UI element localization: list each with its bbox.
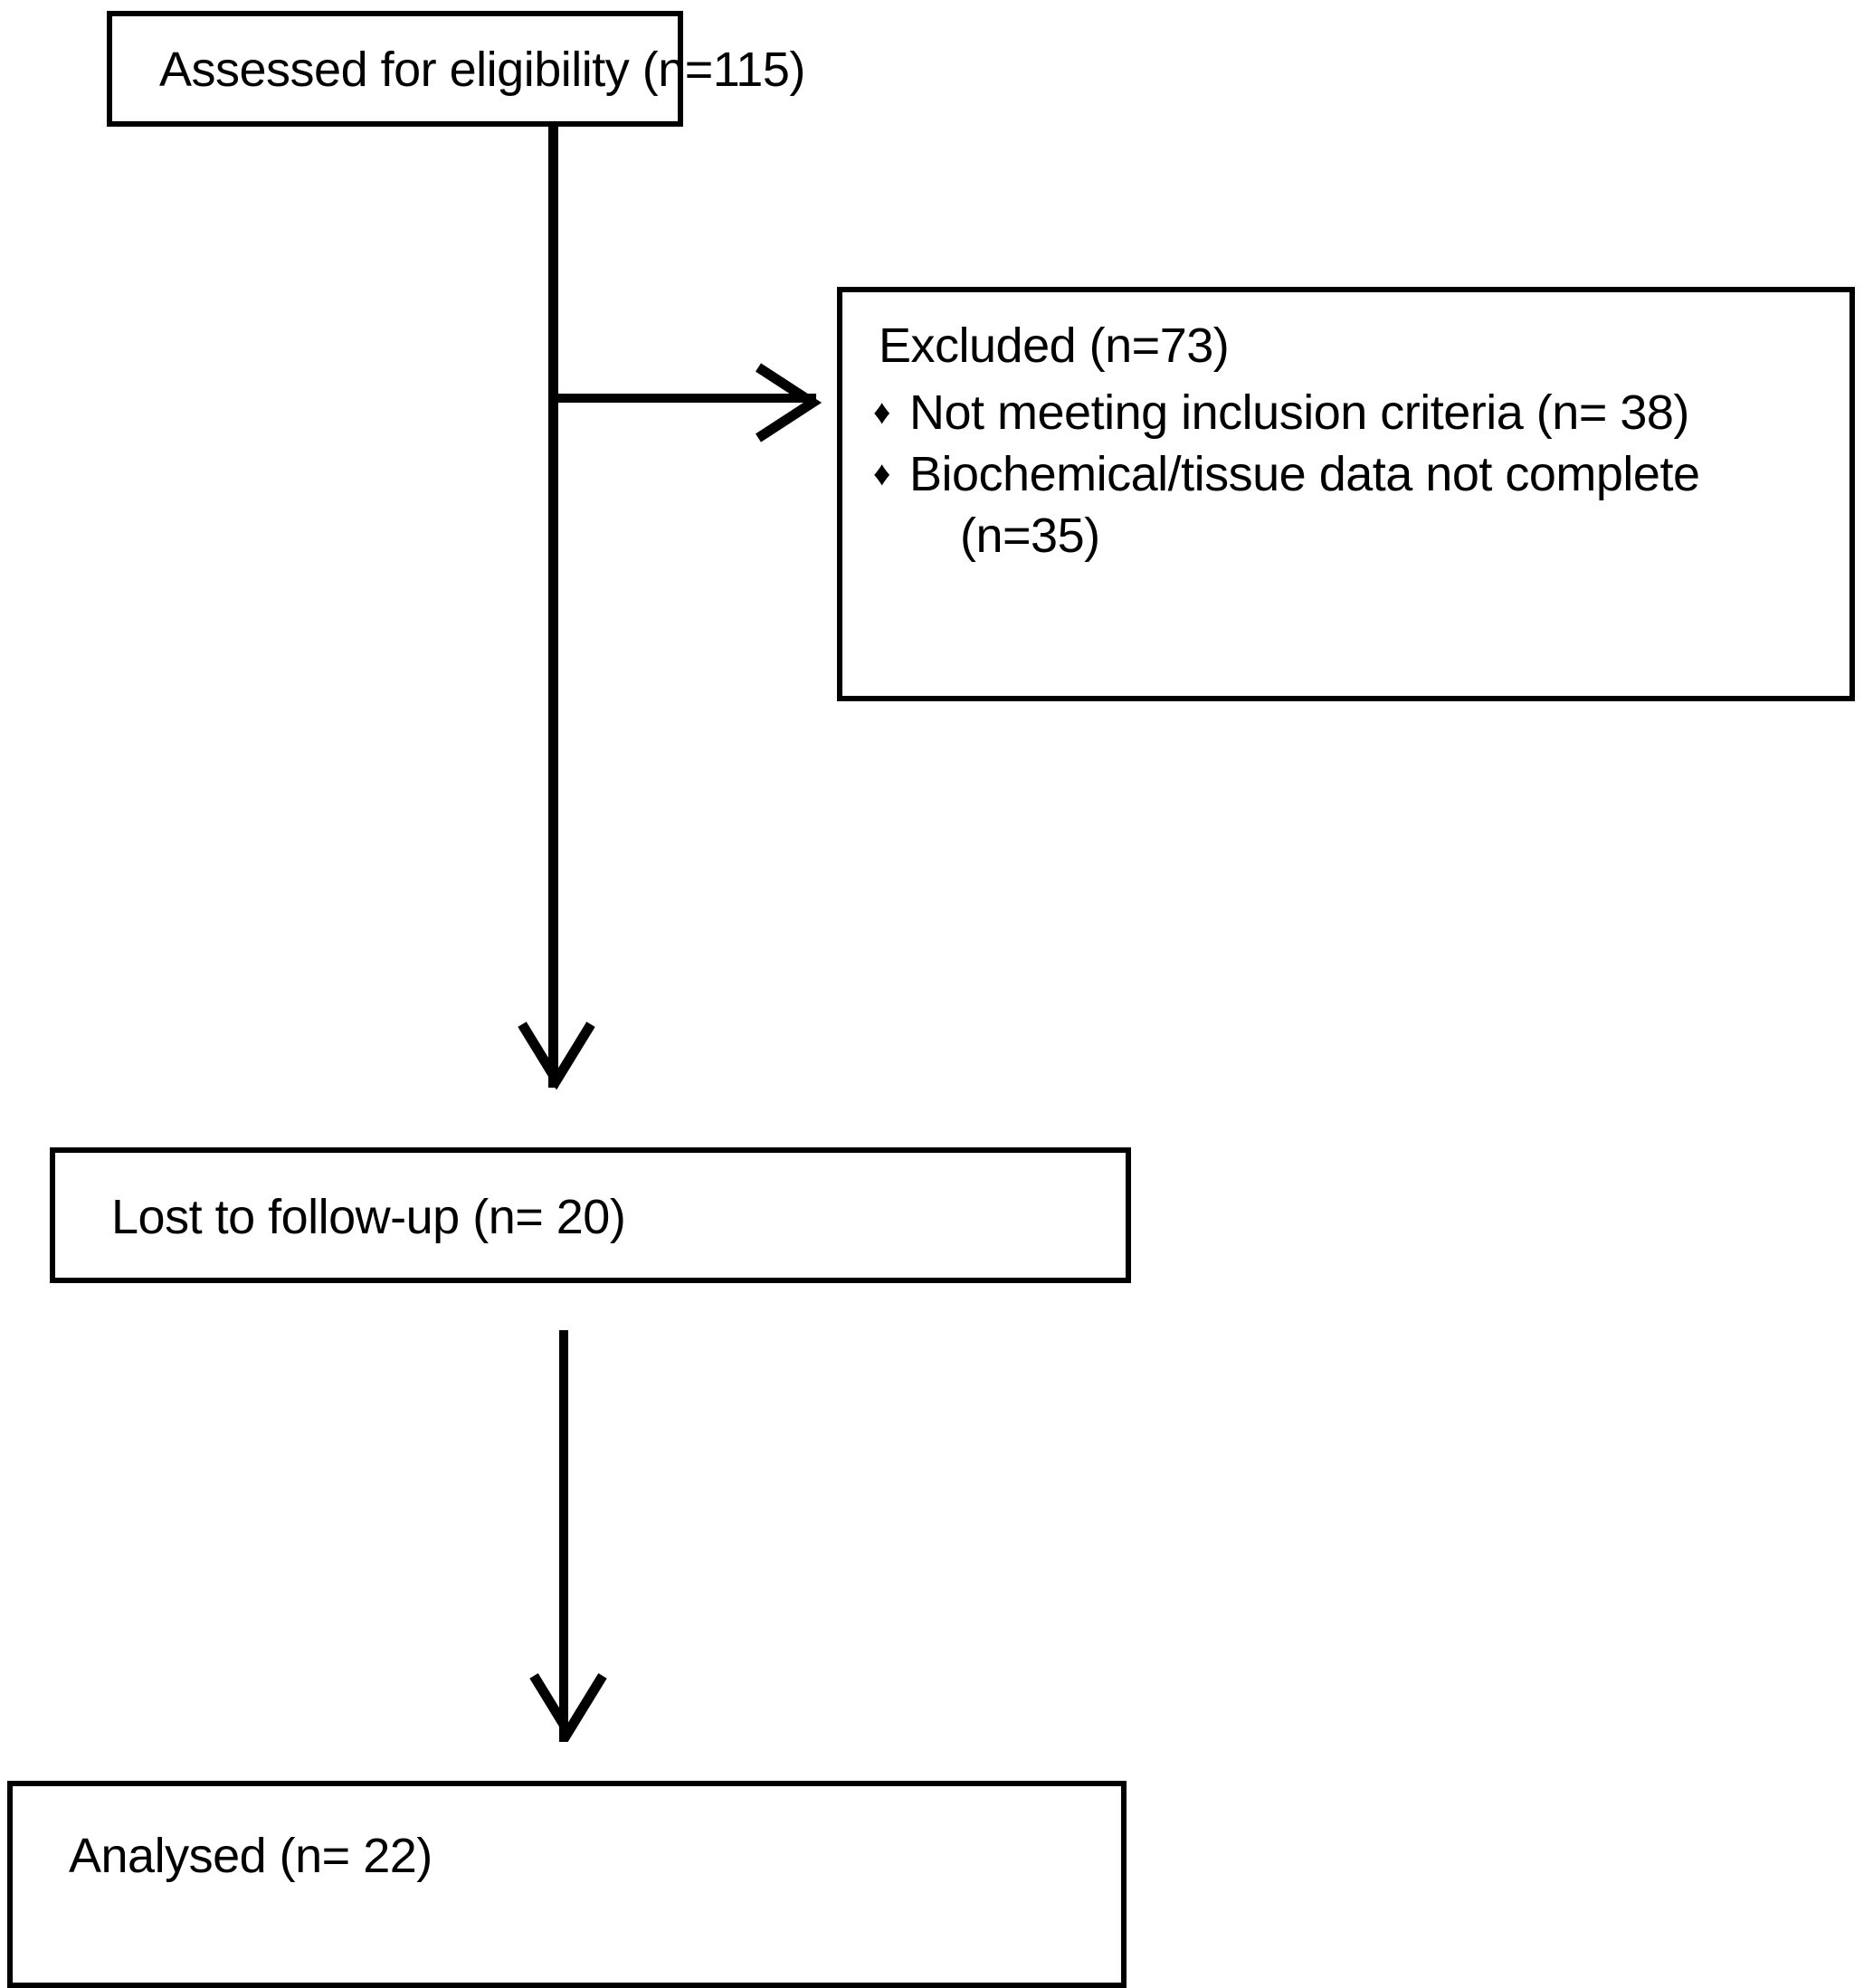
excluded-bullet-continuation: (n=35) xyxy=(960,509,1100,563)
diamond-bullet-icon: ♦ xyxy=(873,455,890,493)
node-assessed-for-eligibility[interactable]: Assessed for eligibility (n=115) xyxy=(107,11,805,127)
arrow-down-icon xyxy=(518,1022,595,1090)
excluded-bullet-item: ♦ Not meeting inclusion criteria (n= 38) xyxy=(862,383,1689,442)
node-excluded-title: Excluded (n=73) xyxy=(879,319,1230,373)
diamond-bullet-icon: ♦ xyxy=(873,394,890,432)
arrow-down-icon xyxy=(529,1673,607,1742)
excluded-bullet-text: Biochemical/tissue data not complete xyxy=(909,447,1700,501)
excluded-bullet-text: Not meeting inclusion criteria (n= 38) xyxy=(909,385,1689,440)
node-assessed-label: Assessed for eligibility (n=115) xyxy=(159,43,805,97)
connector-lost-to-analysed-line xyxy=(559,1330,568,1742)
node-analysed-label: Analysed (n= 22) xyxy=(69,1829,433,1883)
excluded-bullet-item: ♦ Biochemical/tissue data not complete xyxy=(862,444,1700,504)
node-excluded[interactable]: Excluded (n=73) ♦ Not meeting inclusion … xyxy=(837,287,1855,701)
node-lost-to-followup[interactable]: Lost to follow-up (n= 20) xyxy=(50,1147,1131,1283)
connector-assessed-to-lost-line xyxy=(548,124,558,1088)
arrow-right-icon xyxy=(756,363,822,442)
node-lost-to-followup-label: Lost to follow-up (n= 20) xyxy=(111,1190,626,1244)
node-analysed[interactable]: Analysed (n= 22) xyxy=(7,1781,1127,1988)
connector-assessed-to-excluded-line xyxy=(554,394,816,403)
